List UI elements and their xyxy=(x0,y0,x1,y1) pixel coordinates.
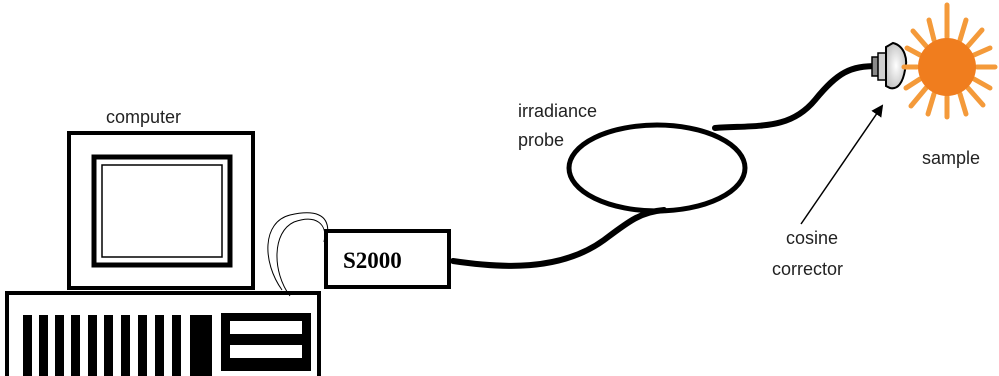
cosine-corrector-pointer xyxy=(800,104,884,225)
computer-tower xyxy=(5,291,321,376)
irradiance-label: irradiance xyxy=(518,101,597,121)
sample-label: sample xyxy=(922,148,980,168)
cosine-corrector xyxy=(871,41,908,90)
s2000-spectrometer: S2000 xyxy=(324,229,451,289)
cosine-label: cosine xyxy=(786,228,838,248)
irradiance-probe-label: irradiance probe xyxy=(518,101,597,150)
corrector-label: corrector xyxy=(772,259,843,279)
probe-label: probe xyxy=(518,130,564,150)
fiber-optic-cable xyxy=(450,63,881,269)
computer: computer xyxy=(5,107,321,376)
tower-drive-bays xyxy=(221,313,311,371)
tower-vents xyxy=(23,315,212,376)
s2000-label: S2000 xyxy=(343,248,402,273)
computer-monitor xyxy=(67,131,255,290)
computer-label: computer xyxy=(106,107,181,127)
sample-sun-icon: sample xyxy=(901,2,998,168)
cosine-corrector-label: cosine corrector xyxy=(772,228,843,279)
